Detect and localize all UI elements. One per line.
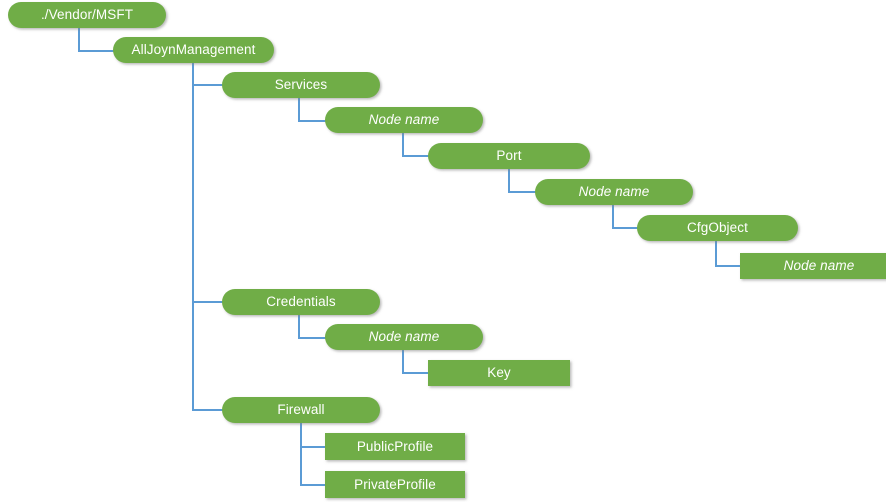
- connector-vertical: [192, 63, 194, 411]
- connector-vertical: [402, 350, 404, 372]
- tree-node-label: Firewall: [277, 402, 325, 418]
- tree-node-cfgobject[interactable]: CfgObject: [637, 215, 798, 241]
- tree-node-firewall[interactable]: Firewall: [222, 397, 380, 423]
- tree-node-label: Node name: [368, 329, 440, 345]
- tree-node-label: Port: [496, 148, 522, 164]
- connector-horizontal: [192, 409, 223, 411]
- connector-vertical: [402, 133, 404, 155]
- connector-horizontal: [300, 484, 326, 486]
- tree-node-label: Services: [274, 77, 328, 93]
- tree-node-port[interactable]: Port: [428, 143, 590, 169]
- tree-node-label: Node name: [368, 112, 440, 128]
- tree-node-credentials[interactable]: Credentials: [222, 289, 380, 315]
- tree-node-label: Node name: [578, 184, 650, 200]
- tree-node-label: PrivateProfile: [354, 476, 436, 492]
- tree-node-privateprofile[interactable]: PrivateProfile: [325, 471, 465, 498]
- tree-node-key[interactable]: Key: [428, 360, 570, 386]
- tree-node-label: Credentials: [266, 294, 336, 310]
- connector-vertical: [298, 315, 300, 337]
- tree-node-services[interactable]: Services: [222, 72, 380, 98]
- tree-node-svc-nodename[interactable]: Node name: [325, 107, 483, 133]
- tree-node-alljoyn[interactable]: AllJoynManagement: [113, 37, 274, 63]
- connector-horizontal: [298, 337, 326, 339]
- tree-node-vendor[interactable]: ./Vendor/MSFT: [8, 2, 166, 28]
- tree-node-label: Node name: [783, 258, 855, 274]
- tree-node-label: AllJoynManagement: [131, 42, 256, 58]
- connector-vertical: [508, 169, 510, 191]
- connector-vertical: [298, 98, 300, 120]
- tree-node-label: PublicProfile: [356, 438, 434, 454]
- connector-vertical: [715, 241, 717, 265]
- connector-horizontal: [402, 155, 429, 157]
- connector-horizontal: [298, 120, 326, 122]
- tree-node-label: CfgObject: [687, 220, 748, 236]
- connector-vertical: [300, 423, 302, 485]
- connector-vertical: [612, 205, 614, 227]
- tree-node-publicprofile[interactable]: PublicProfile: [325, 433, 465, 460]
- connector-horizontal: [192, 301, 223, 303]
- tree-node-port-nodename[interactable]: Node name: [535, 179, 693, 205]
- tree-node-label: ./Vendor/MSFT: [40, 7, 134, 23]
- connector-horizontal: [300, 446, 326, 448]
- connector-horizontal: [402, 372, 429, 374]
- connector-horizontal: [612, 227, 638, 229]
- tree-node-cfg-nodename[interactable]: Node name: [740, 253, 886, 279]
- connector-horizontal: [715, 265, 741, 267]
- tree-node-cred-nodename[interactable]: Node name: [325, 324, 483, 350]
- connector-horizontal: [192, 84, 223, 86]
- tree-node-label: Key: [487, 365, 511, 381]
- connector-horizontal: [78, 50, 114, 52]
- connector-vertical: [78, 28, 80, 50]
- connector-horizontal: [508, 191, 536, 193]
